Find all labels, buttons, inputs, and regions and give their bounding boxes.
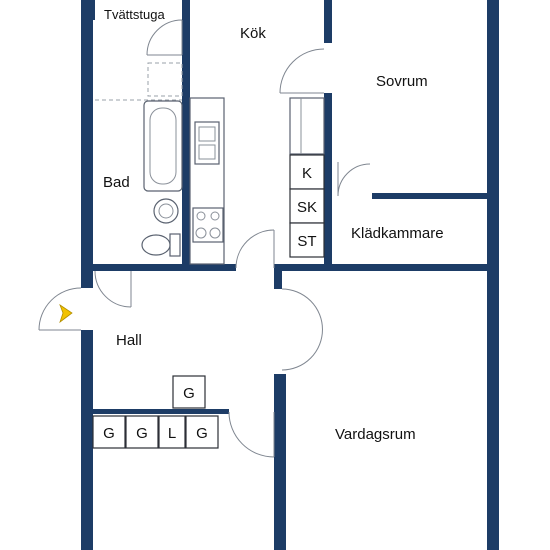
door-living-upper-swing bbox=[281, 288, 323, 371]
door-bedroom-swing bbox=[279, 48, 325, 94]
kitchen-fixtures bbox=[189, 97, 325, 265]
kitchen-sink-basin-1 bbox=[198, 126, 216, 142]
wardrobe-box-2 bbox=[125, 415, 159, 449]
bathtub-inner bbox=[149, 107, 177, 185]
wall-hall-top-left bbox=[93, 264, 138, 271]
wall-living-hall-upper bbox=[274, 264, 282, 289]
room-label-living-room: Vardagsrum bbox=[335, 426, 416, 443]
kitchen-sink-basin-2 bbox=[198, 144, 216, 160]
room-label-kitchen: Kök bbox=[240, 25, 266, 42]
outer-wall-right bbox=[487, 0, 499, 550]
laundry-fixtures bbox=[95, 62, 183, 101]
bathtub bbox=[143, 100, 183, 192]
toilet-bowl bbox=[141, 234, 171, 256]
wall-laundry-bath bbox=[93, 0, 95, 20]
wardrobe-label-3: L bbox=[168, 425, 176, 442]
wall-closet-top bbox=[372, 193, 488, 199]
wall-kitchen-bedroom bbox=[324, 93, 332, 268]
store-cupboard-box bbox=[289, 222, 325, 258]
outer-wall-left bbox=[81, 0, 93, 288]
door-kitchen-swing bbox=[235, 229, 275, 269]
washbasin-bowl bbox=[158, 203, 174, 219]
wall-hall-bottom bbox=[93, 409, 229, 414]
wardrobe-box-4 bbox=[185, 415, 219, 449]
door-laundry-swing bbox=[146, 19, 183, 56]
door-bathroom-swing bbox=[94, 270, 132, 308]
room-label-bathroom: Bad bbox=[103, 174, 130, 191]
door-living-swing bbox=[228, 411, 275, 458]
room-label-laundry: Tvättstuga bbox=[104, 7, 165, 22]
entrance-arrow-icon bbox=[59, 303, 73, 324]
wardrobe-box-3 bbox=[158, 415, 186, 449]
stove-burner-3 bbox=[195, 227, 207, 239]
wall-kitchen-bedroom-top bbox=[324, 0, 332, 43]
hall-wardrobes: G G G L G bbox=[92, 375, 219, 449]
wall-hall-top-mid bbox=[130, 264, 236, 271]
washing-machine bbox=[147, 62, 183, 97]
wall-hall-top-right bbox=[274, 264, 488, 271]
wall-living-hall bbox=[274, 374, 286, 550]
kitchen-counter-right bbox=[289, 97, 325, 155]
wardrobe-label-1: G bbox=[103, 425, 115, 442]
room-label-hall: Hall bbox=[116, 332, 142, 349]
room-label-bedroom: Sovrum bbox=[376, 73, 428, 90]
walls bbox=[81, 0, 499, 550]
doors bbox=[38, 19, 371, 458]
toilet-tank bbox=[169, 233, 181, 257]
fridge-label: K bbox=[302, 165, 312, 182]
appliance-boxes: K SK ST bbox=[289, 154, 325, 258]
door-entrance-swing bbox=[38, 287, 82, 331]
stove-burner-4 bbox=[209, 227, 221, 239]
store-cupboard-label: ST bbox=[297, 233, 316, 250]
wall-bath-kitchen bbox=[182, 0, 190, 268]
wardrobe-top-box bbox=[172, 375, 206, 409]
room-labels: Tvättstuga Kök Sovrum Bad Klädkammare Ha… bbox=[103, 7, 444, 443]
wardrobe-box-1 bbox=[92, 415, 126, 449]
wardrobe-label-2: G bbox=[136, 425, 148, 442]
stove-burner-2 bbox=[210, 211, 220, 221]
stove-burner-1 bbox=[196, 211, 206, 221]
wardrobe-label-4: G bbox=[196, 425, 208, 442]
room-label-walk-in-closet: Klädkammare bbox=[351, 225, 444, 242]
outer-wall-left-lower bbox=[81, 330, 93, 550]
wardrobe-box bbox=[289, 188, 325, 224]
wardrobe-top-label: G bbox=[183, 385, 195, 402]
washbasin bbox=[153, 198, 179, 224]
door-closet-swing bbox=[337, 163, 371, 197]
bathroom-fixtures bbox=[141, 100, 183, 257]
wardrobe-label: SK bbox=[297, 199, 317, 216]
